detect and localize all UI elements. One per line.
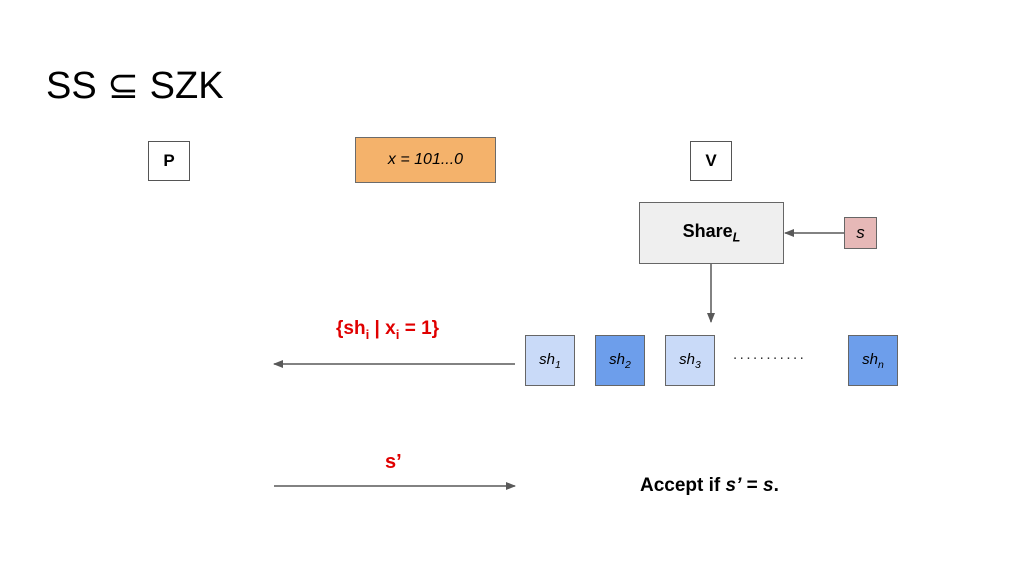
share-label: ShareL — [682, 221, 741, 245]
verifier-label: V — [705, 151, 717, 170]
share-1-label: sh1 — [539, 350, 561, 371]
share-3-label: sh3 — [679, 350, 701, 371]
share-3-box: sh3 — [665, 335, 715, 386]
prover-box: P — [148, 141, 190, 181]
secret-label: s — [856, 223, 865, 242]
share-2-box: sh2 — [595, 335, 645, 386]
share-n-label: shn — [862, 350, 884, 371]
input-box: x = 101...0 — [355, 137, 496, 183]
prover-label: P — [163, 151, 175, 170]
message-to-prover: {shi | xi = 1} — [336, 318, 440, 342]
accept-condition: Accept if s’ = s. — [640, 475, 779, 496]
share-2-label: sh2 — [609, 350, 631, 371]
verifier-box: V — [690, 141, 732, 181]
share-1-box: sh1 — [525, 335, 575, 386]
secret-box: s — [844, 217, 877, 249]
reply-label: s’ — [385, 451, 402, 473]
slide-title: SS ⊆ SZK — [46, 65, 224, 107]
share-n-box: shn — [848, 335, 898, 386]
ellipsis-dots: ........... — [733, 346, 807, 363]
input-label: x = 101...0 — [387, 151, 464, 168]
share-box: ShareL — [639, 202, 784, 264]
